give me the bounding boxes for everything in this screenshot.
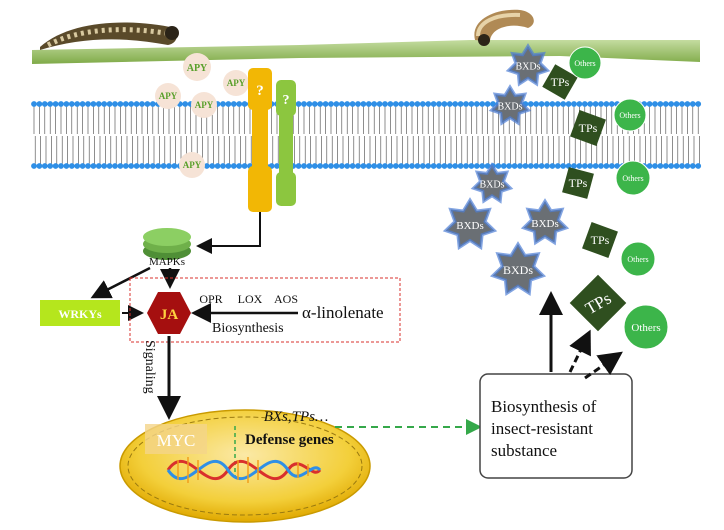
tps-molecule: TPs bbox=[582, 222, 618, 258]
caterpillar-icon bbox=[40, 22, 179, 50]
arrow-mapks-to-wrkys bbox=[90, 266, 151, 299]
bxds-molecule: BXDs bbox=[488, 84, 532, 126]
bxds-label: BXDs bbox=[497, 102, 522, 113]
receptor-green: ? bbox=[276, 80, 296, 206]
defense-genes-label: Defense genes bbox=[245, 432, 334, 448]
apy-peptide: APY bbox=[183, 53, 211, 81]
insect-resistant-biosynthesis-box: Biosynthesis of insect-resistant substan… bbox=[479, 373, 633, 479]
mapks-label: MAPKs bbox=[149, 256, 185, 268]
bxds-label: BXDs bbox=[531, 218, 559, 230]
others-label: Others bbox=[619, 111, 640, 120]
plasma-membrane bbox=[31, 101, 702, 169]
box-line-1: Biosynthesis of bbox=[491, 397, 597, 416]
apy-peptide: APY bbox=[223, 70, 249, 96]
mapks-complex: MAPKs bbox=[143, 228, 191, 268]
alpha-linolenate-label: α-linolenate bbox=[302, 303, 384, 322]
tps-label: TPs bbox=[551, 75, 570, 89]
apy-peptide: APY bbox=[179, 152, 205, 178]
svg-text:APY: APY bbox=[187, 63, 208, 74]
others-molecule: Others bbox=[620, 241, 656, 277]
arrow-receptor-to-mapks bbox=[196, 212, 261, 254]
bxds-molecule: BXDs bbox=[442, 197, 498, 251]
bxds-molecule: BXDs bbox=[470, 162, 514, 204]
bxds-molecule: BXDs bbox=[505, 43, 551, 87]
svg-text:?: ? bbox=[256, 83, 264, 99]
svg-text:APY: APY bbox=[227, 78, 246, 88]
bxds-label: BXDs bbox=[503, 263, 533, 277]
others-molecule: Others bbox=[615, 160, 651, 196]
ja-biosynthesis-box bbox=[129, 277, 401, 343]
enzyme-lox: LOX bbox=[238, 292, 263, 306]
others-molecule: Others bbox=[568, 46, 602, 80]
tps-molecule: TPs bbox=[570, 110, 606, 146]
tps-label: TPs bbox=[569, 176, 588, 190]
tps-label: TPs bbox=[579, 121, 598, 135]
arrow-to-tps bbox=[568, 329, 591, 373]
svg-text:APY: APY bbox=[183, 160, 202, 170]
bxds-label: BXDs bbox=[456, 220, 484, 232]
bxds-label: BXDs bbox=[479, 180, 504, 191]
enzyme-aos: AOS bbox=[274, 292, 298, 306]
biosynthesis-label: Biosynthesis bbox=[212, 321, 284, 336]
tps-molecule: TPs bbox=[562, 167, 594, 199]
genes-italic-label: BXs,TPs… bbox=[264, 409, 329, 425]
receptor-orange: ? bbox=[248, 68, 272, 212]
box-line-2: insect-resistant bbox=[491, 419, 593, 438]
box-line-3: substance bbox=[491, 441, 557, 460]
others-label: Others bbox=[627, 255, 648, 264]
ja-hexagon: JA bbox=[147, 292, 191, 334]
others-molecule: Others bbox=[613, 98, 647, 132]
enzyme-opr: OPR bbox=[199, 292, 222, 306]
others-molecule: Others bbox=[623, 304, 669, 350]
bxds-molecule: BXDs bbox=[520, 198, 570, 246]
svg-text:APY: APY bbox=[195, 100, 214, 110]
ja-label: JA bbox=[160, 307, 179, 323]
svg-text:?: ? bbox=[283, 93, 290, 108]
dna-helix-icon bbox=[166, 457, 322, 483]
apy-peptide-group: APY APY APY APY APY bbox=[155, 53, 249, 178]
tps-molecule: TPs bbox=[542, 64, 578, 100]
others-label: Others bbox=[574, 59, 595, 68]
nucleus: MYC BXs,TPs… Defense genes bbox=[119, 409, 371, 523]
wrkys-label: WRKYs bbox=[58, 307, 102, 321]
bxds-molecule: BXDs bbox=[489, 241, 547, 296]
apy-peptide: APY bbox=[191, 92, 217, 118]
tps-label: TPs bbox=[591, 233, 610, 247]
apy-peptide: APY bbox=[155, 83, 181, 109]
others-label: Others bbox=[622, 174, 643, 183]
svg-text:APY: APY bbox=[159, 91, 178, 101]
myc-label: MYC bbox=[157, 431, 196, 450]
caterpillar-icon bbox=[474, 9, 534, 46]
wrkys-box: WRKYs bbox=[40, 300, 120, 326]
others-label: Others bbox=[631, 322, 660, 334]
tps-molecule: TPs bbox=[569, 274, 627, 332]
signaling-label: Signaling bbox=[142, 340, 157, 394]
arrow-to-others bbox=[584, 351, 623, 380]
bxds-label: BXDs bbox=[515, 62, 540, 73]
